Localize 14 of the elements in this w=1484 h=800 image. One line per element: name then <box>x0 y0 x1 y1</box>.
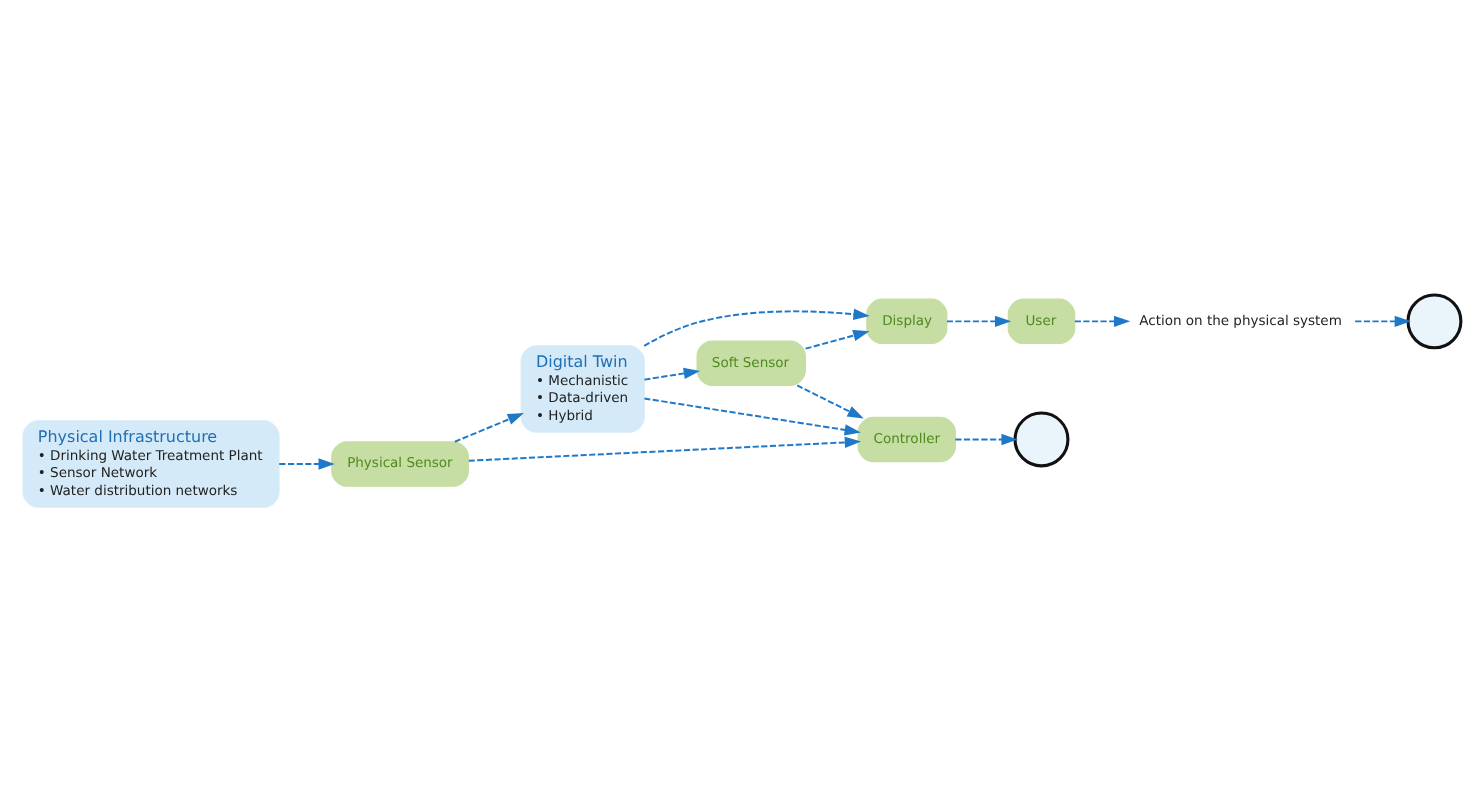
arrow <box>804 329 870 349</box>
arrow <box>453 411 524 442</box>
arrow <box>467 435 862 461</box>
arrow <box>1073 314 1131 327</box>
arrow <box>796 383 864 418</box>
arrow <box>643 396 861 435</box>
node-circle <box>1406 292 1463 349</box>
arrow <box>954 432 1018 445</box>
node-circle <box>1013 410 1070 467</box>
arrow <box>1354 314 1411 327</box>
arrow <box>643 307 870 346</box>
arrow <box>278 457 335 469</box>
arrow <box>946 314 1012 327</box>
arrow <box>643 366 700 380</box>
